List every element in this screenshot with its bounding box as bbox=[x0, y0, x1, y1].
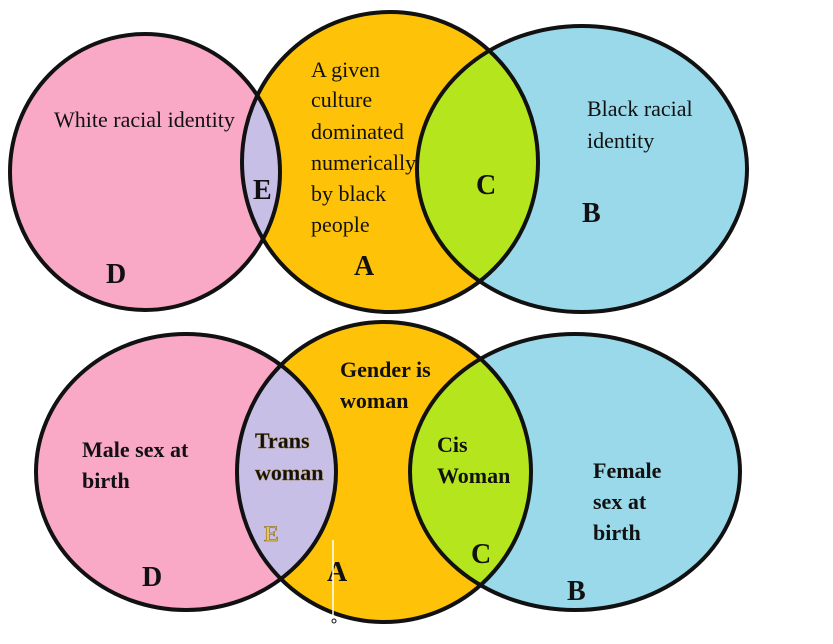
top-circle-a-label: A given culture dominated numerically by… bbox=[311, 57, 422, 237]
top-circle-d bbox=[10, 34, 280, 310]
top-circle-b-label: Black racial identity bbox=[587, 96, 698, 153]
top-circle-d-label: White racial identity bbox=[54, 107, 235, 132]
top-region-c bbox=[417, 26, 538, 312]
pointer-dot bbox=[331, 618, 337, 624]
bottom-venn: Male sex at birth Gender is woman Trans … bbox=[34, 320, 742, 624]
top-letter-a: A bbox=[354, 251, 375, 282]
bottom-region-c bbox=[410, 334, 531, 610]
top-letter-b: B bbox=[582, 198, 601, 229]
top-venn: White racial identity A given culture do… bbox=[8, 10, 749, 314]
top-letter-d: D bbox=[106, 259, 126, 290]
bottom-circle-b-label: Female sex at birth bbox=[593, 458, 667, 545]
top-letter-c: C bbox=[476, 170, 496, 201]
bottom-letter-c: C bbox=[471, 539, 491, 570]
bottom-letter-a: A bbox=[327, 557, 348, 588]
bottom-circle-a-label: Gender is woman bbox=[340, 357, 436, 413]
bottom-letter-b: B bbox=[567, 576, 586, 607]
bottom-region-e-label: Trans woman bbox=[255, 428, 323, 485]
bottom-letter-d: D bbox=[142, 562, 162, 593]
bottom-region-c-label: Cis Woman bbox=[437, 432, 510, 488]
top-letter-e: E bbox=[253, 175, 272, 206]
bottom-circle-d-label: Male sex at birth bbox=[82, 437, 194, 493]
bottom-letter-e: E bbox=[264, 521, 279, 546]
